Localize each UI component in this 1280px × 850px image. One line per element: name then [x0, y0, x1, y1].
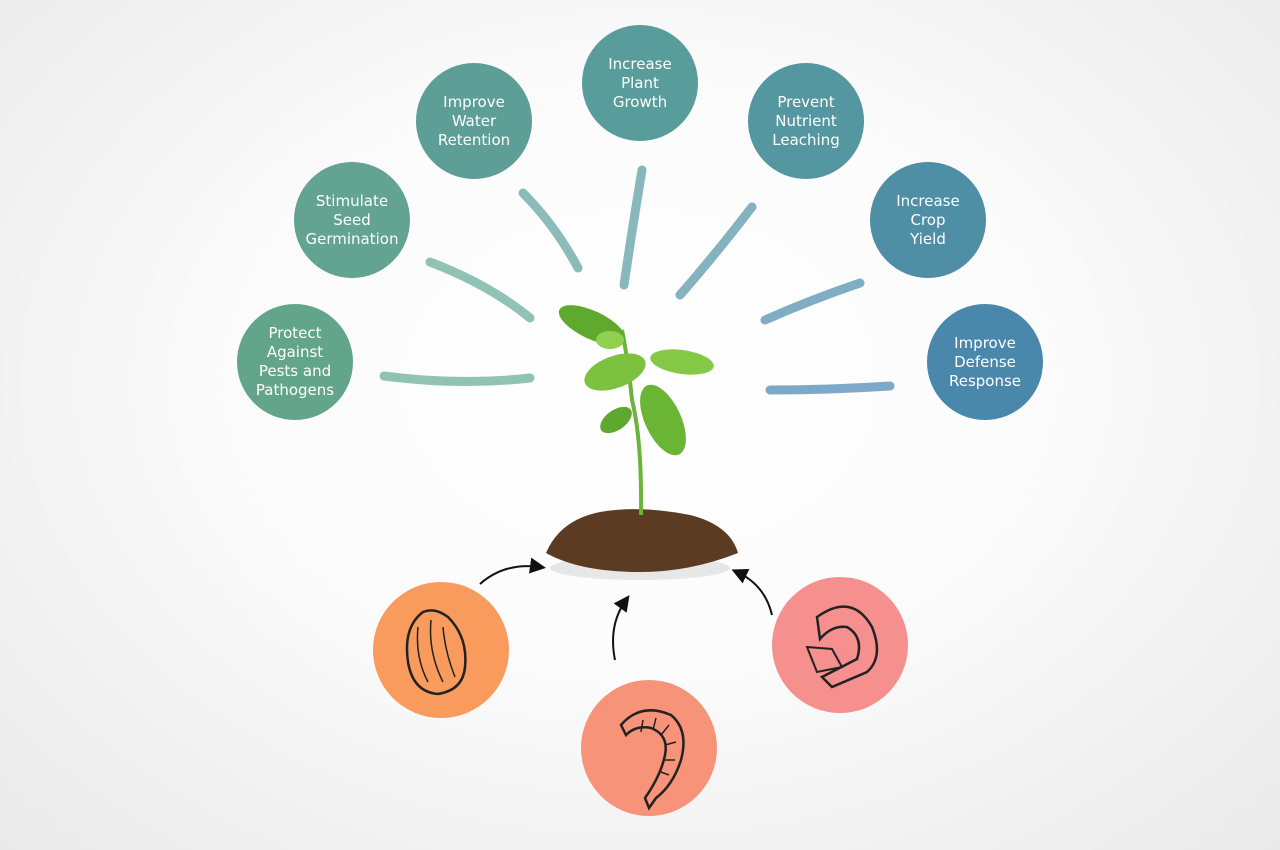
- ray-stroke: [425, 257, 535, 323]
- soil-mound: [546, 509, 738, 572]
- benefit-label: Stimulate Seed Germination: [305, 191, 399, 248]
- ray-stroke: [379, 371, 535, 387]
- plant-seedling: [558, 305, 714, 516]
- shrimp-icon: [619, 709, 685, 811]
- arrow-oyster-to-soil: [479, 557, 546, 585]
- benefit-stimulate-seed-germination: Stimulate Seed Germination: [294, 162, 410, 278]
- oyster-icon: [405, 609, 467, 696]
- arrow-crab-to-soil: [731, 568, 773, 616]
- ray-stroke: [518, 188, 583, 273]
- benefit-label: Improve Water Retention: [437, 92, 511, 149]
- benefit-label: Protect Against Pests and Pathogens: [255, 324, 335, 399]
- benefit-increase-plant-growth: Increase Plant Growth: [582, 25, 698, 141]
- ray-stroke: [675, 202, 757, 300]
- benefit-protect-against-pests: Protect Against Pests and Pathogens: [237, 304, 353, 420]
- source-shrimp: [581, 680, 717, 816]
- benefit-prevent-nutrient-leaching: Prevent Nutrient Leaching: [748, 63, 864, 179]
- benefit-improve-water-retention: Improve Water Retention: [416, 63, 532, 179]
- ray-stroke: [619, 165, 647, 290]
- benefit-label: Prevent Nutrient Leaching: [772, 92, 840, 149]
- source-oyster: [373, 582, 509, 718]
- source-crab-claw: [772, 577, 908, 713]
- crab-claw-icon: [805, 605, 879, 689]
- ray-stroke: [760, 278, 865, 325]
- benefit-label: Increase Plant Growth: [608, 54, 672, 111]
- benefit-label: Improve Defense Response: [948, 333, 1022, 390]
- ray-stroke: [765, 381, 895, 395]
- benefit-improve-defense-response: Improve Defense Response: [927, 304, 1043, 420]
- arrow-shrimp-to-soil: [612, 595, 630, 661]
- benefit-label: Increase Crop Yield: [896, 191, 960, 248]
- benefit-increase-crop-yield: Increase Crop Yield: [870, 162, 986, 278]
